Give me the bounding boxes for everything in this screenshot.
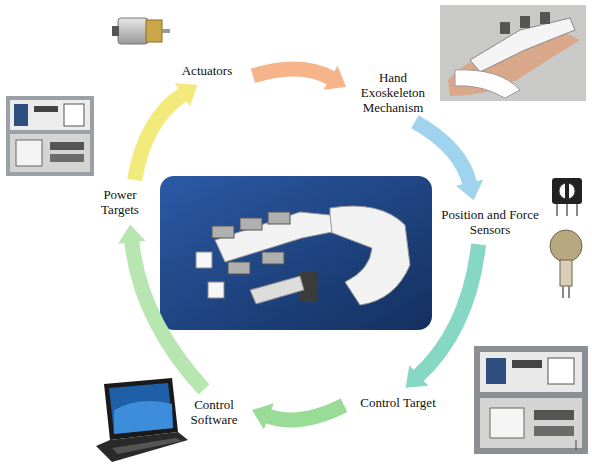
- cycle-step-label: Control Software: [182, 395, 246, 429]
- arrow-head: [252, 403, 274, 429]
- step-text: Control Software: [184, 397, 244, 427]
- cycle-arrow: [253, 66, 346, 90]
- arrow-head: [175, 83, 198, 107]
- cycle-step-label: Position and Force Sensors: [438, 205, 542, 239]
- step-text: Actuators: [169, 63, 245, 78]
- laptop-picture: [96, 378, 188, 462]
- cycle-arrow: [415, 122, 483, 200]
- arrow-body: [253, 69, 332, 79]
- arrow-head: [118, 224, 146, 243]
- sensor-pictures: [550, 178, 582, 298]
- arrow-head: [456, 179, 483, 200]
- corner-tick: [576, 440, 577, 450]
- cycle-arrow: [118, 224, 204, 389]
- motor-picture: [112, 18, 170, 44]
- cycle-arrow: [252, 403, 344, 429]
- arrow-head: [323, 66, 346, 90]
- step-text: Position and Force Sensors: [440, 207, 540, 237]
- exoskeleton-centre-photo: [160, 176, 432, 330]
- step-text: Control Target: [352, 395, 444, 410]
- cycle-step-label: Power Targets: [92, 185, 148, 219]
- cycle-step-label: Control Target: [350, 393, 446, 412]
- step-text: Power Targets: [94, 187, 146, 217]
- arrow-body: [135, 94, 184, 180]
- arrow-body: [267, 405, 344, 420]
- arrow-body: [417, 244, 478, 376]
- cycle-arrow: [406, 244, 479, 387]
- arrow-body: [415, 122, 470, 185]
- arrow-head: [406, 365, 429, 387]
- control-target-photo: [474, 346, 588, 454]
- cycle-step-label: Actuators: [167, 61, 247, 80]
- cycle-step-label: Hand Exoskeleton Mechanism: [352, 68, 434, 117]
- power-target-photo: [6, 96, 94, 176]
- arrow-body: [132, 240, 204, 389]
- step-text: Hand Exoskeleton Mechanism: [354, 70, 432, 115]
- cycle-arrow: [135, 83, 198, 180]
- hand-exoskeleton-photo: [440, 5, 586, 101]
